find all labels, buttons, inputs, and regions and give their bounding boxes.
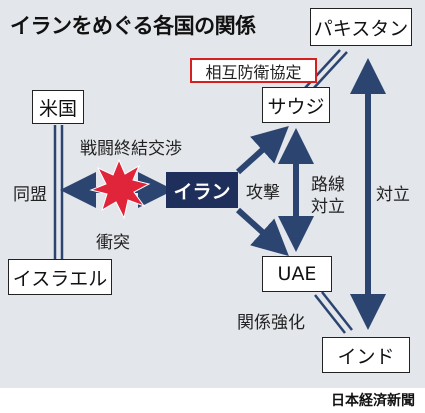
stronger-ties-line [314,291,353,334]
clash-label: 衝突 [96,233,130,253]
source-credit: 日本経済新聞 [331,393,415,409]
node-uae: UAE [262,256,332,292]
ceasefire-talks-label: 戦闘終結交渉 [80,139,182,159]
attack-label: 攻撃 [246,183,280,203]
attack-arrow-saudi [235,125,289,175]
defense-pact-label: 相互防衛協定 [190,58,317,83]
attack-arrow-uae [235,207,289,257]
node-india: インド [322,337,410,373]
opposition-label: 対立 [376,185,410,205]
diagram-title: イランをめぐる各国の関係 [10,14,256,38]
clash-burst-icon [89,158,151,220]
route-conflict-label-1: 路線 [311,175,345,195]
relationship-lines [53,49,386,334]
route-conflict-label-2: 対立 [311,197,345,217]
stronger-ties-label: 関係強化 [237,313,305,333]
node-iran: イラン [166,172,238,208]
node-israel: イスラエル [8,259,112,295]
alliance-line [53,125,64,262]
node-saudi: サウジ [262,87,330,123]
node-us: 米国 [32,90,84,124]
alliance-label: 同盟 [13,185,47,205]
node-pakistan: パキスタン [310,8,412,46]
